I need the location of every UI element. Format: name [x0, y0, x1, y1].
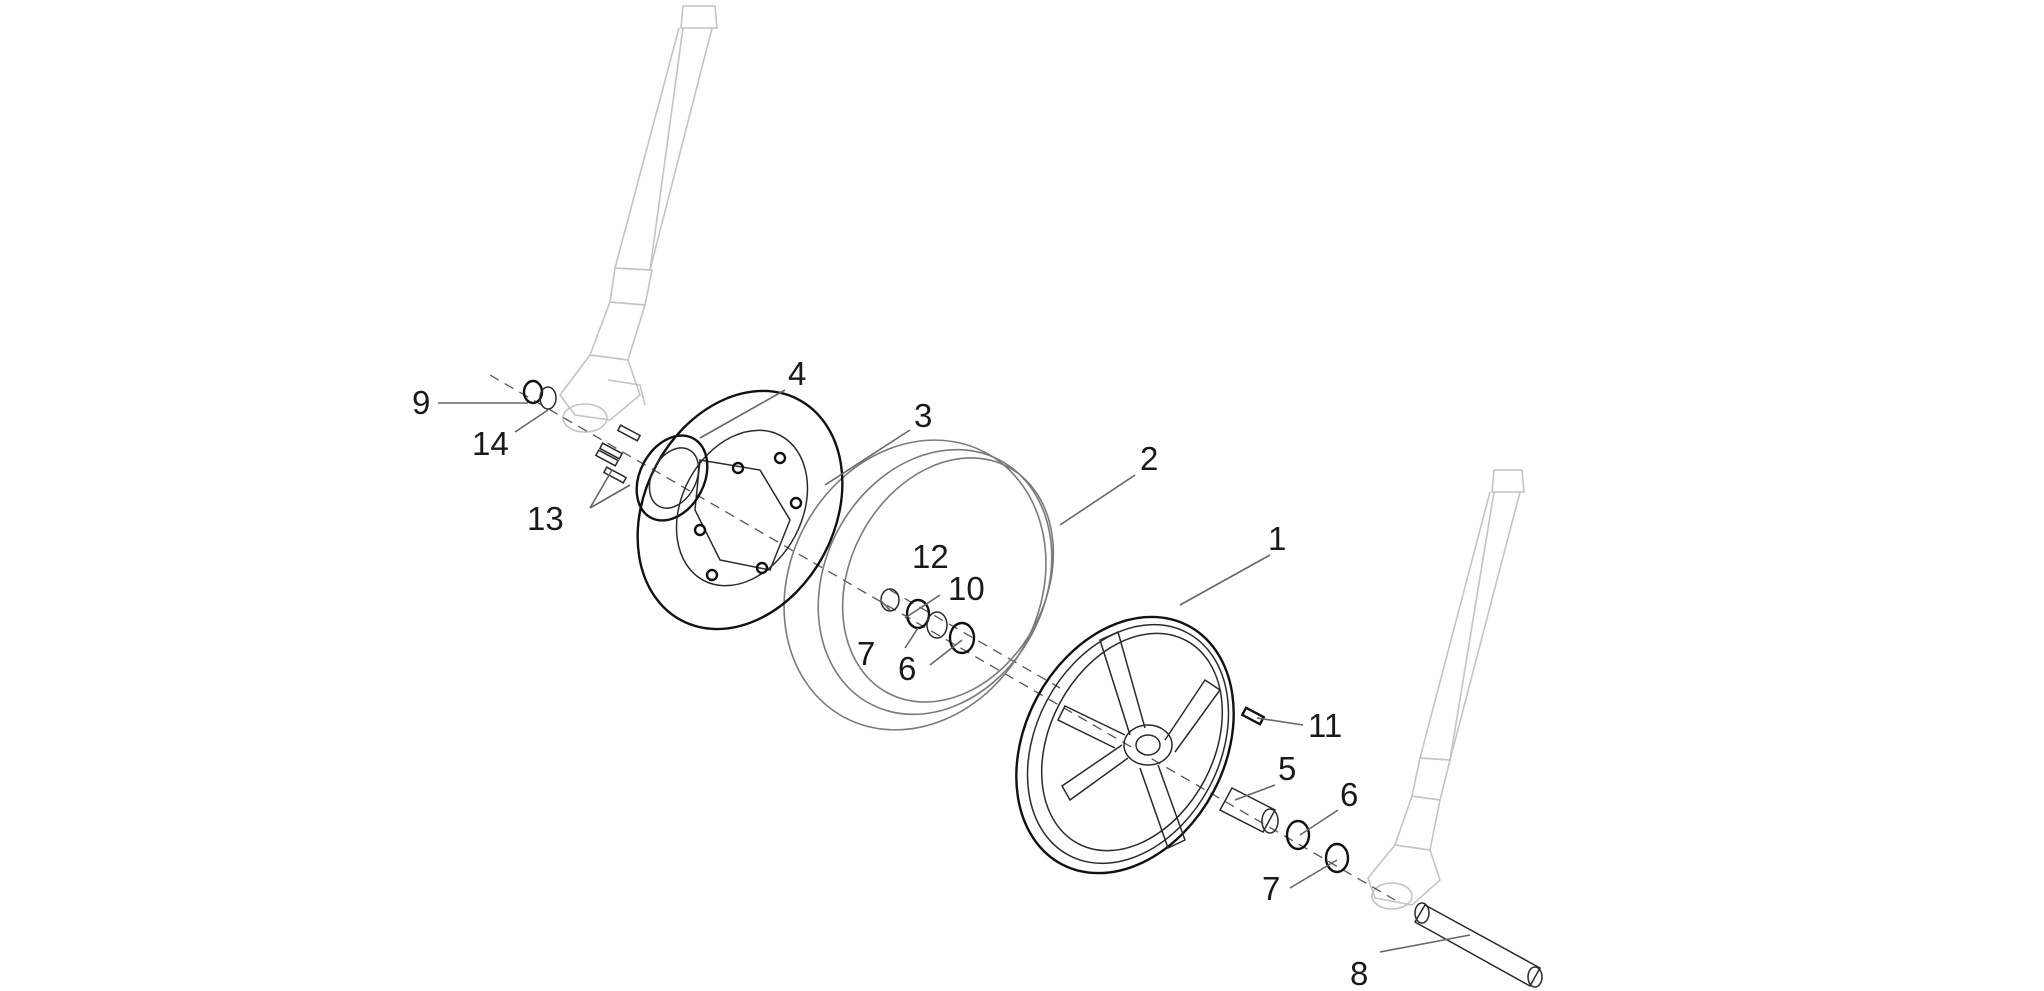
spacer-tube: [1218, 786, 1279, 834]
callout-4: 4: [788, 355, 806, 392]
callout-12: 12: [912, 538, 949, 575]
brake-disc: [636, 389, 844, 631]
callout-10: 10: [948, 570, 985, 607]
disc-bolts: [594, 424, 642, 484]
callout-13: 13: [527, 500, 564, 537]
callout-11: 11: [1308, 707, 1342, 744]
callout-labels: 1 2 3 4 5 6 6 7 7 8 9 10 11 12 13 14: [412, 355, 1368, 991]
right-fork-leg: [1367, 469, 1525, 910]
callout-14: 14: [472, 425, 509, 462]
right-bearing-set: [1285, 819, 1350, 874]
callout-5: 5: [1278, 750, 1296, 787]
callout-8: 8: [1350, 955, 1368, 991]
callout-3: 3: [914, 397, 932, 434]
callout-2: 2: [1140, 440, 1158, 477]
callout-1: 1: [1268, 520, 1286, 557]
axle-centerline: [489, 374, 1396, 901]
left-bushing-and-seal: [522, 379, 557, 410]
callout-7-left: 7: [857, 635, 875, 672]
leader-lines: [438, 389, 1471, 953]
tire-valve: [1240, 706, 1266, 726]
tire: [783, 439, 1055, 731]
callout-7-right: 7: [1262, 870, 1280, 907]
left-fork-leg: [559, 5, 718, 433]
callout-6-left: 6: [898, 650, 916, 687]
axle: [1413, 902, 1543, 988]
abs-tone-ring: [635, 434, 709, 522]
callout-6-right: 6: [1340, 776, 1358, 813]
wheel-rim: [1015, 615, 1235, 875]
callout-9: 9: [412, 384, 430, 421]
